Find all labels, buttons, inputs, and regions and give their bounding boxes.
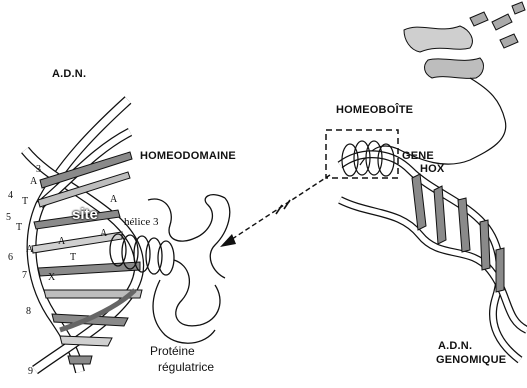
base-letter: A [30,176,37,187]
homeodomaine-label: HOMEODOMAINE [140,150,236,162]
base-letter: A [58,236,65,247]
strand-number: 3 [36,164,41,175]
proteine-label: Protéine [150,344,195,358]
site-label: site [72,206,98,223]
hox-label: HOX [420,163,444,175]
adn-genomique-label-line1: A.D.N. [438,340,472,352]
base-letter: A [100,228,107,239]
strand-number: 8 [26,306,31,317]
strand-number: 4 [8,190,13,201]
strand-number: 7 [22,270,27,281]
regulatrice-label: régulatrice [158,360,214,374]
base-letter: A [26,244,33,255]
base-letter: X [48,272,55,283]
helice-3-label: hélice 3 [124,216,159,228]
gene-label: GENE [402,150,434,162]
base-letter: T [16,222,22,233]
strand-number: 6 [8,252,13,263]
strand-number: 5 [6,212,11,223]
expression-arrow [220,175,330,247]
adn-genomique-label-line2: GENOMIQUE [436,354,506,366]
base-letter: T [70,252,76,263]
base-letter: T [22,196,28,207]
adn-label: A.D.N. [52,68,86,80]
chromosomes [404,2,525,78]
base-letter: A [110,194,117,205]
strand-number: 9 [28,366,33,377]
homeoboite-label: HOMEOBOÎTE [336,104,413,116]
dna-double-helix [25,100,142,372]
